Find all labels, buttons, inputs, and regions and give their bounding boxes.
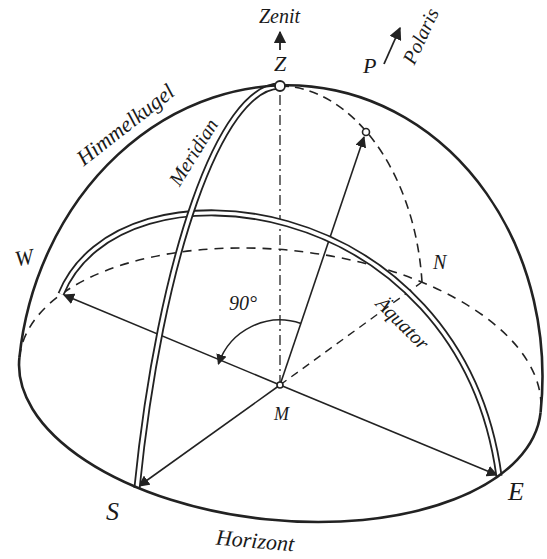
direction-label: Zenit	[259, 6, 300, 26]
polar-axis	[280, 137, 364, 385]
center-point	[277, 382, 283, 388]
equator-inner	[61, 213, 499, 476]
cardinal-label: W	[13, 246, 35, 271]
cardinal-label: E	[508, 479, 524, 505]
point-label: M	[274, 405, 289, 423]
plane-label: Horizont	[215, 527, 295, 556]
pole-point	[363, 129, 370, 136]
horizon-front-arc	[19, 358, 541, 522]
east-axis	[280, 385, 497, 475]
sphere-label: Himmelkugel	[73, 80, 179, 170]
right-angle-arc	[218, 320, 301, 364]
cardinal-label: N	[433, 252, 446, 272]
meridian-outline	[137, 86, 280, 488]
zenith-arrow	[279, 32, 281, 50]
south-axis	[139, 385, 280, 486]
point-label: Z	[274, 53, 286, 75]
angle-label: 90°	[229, 293, 257, 313]
meridian-inner	[137, 86, 280, 488]
direction-label: Polaris	[399, 5, 442, 67]
point-label: P	[363, 55, 376, 77]
cardinal-label: S	[106, 499, 119, 525]
zenith-point	[275, 81, 285, 91]
zenith-axis	[279, 92, 280, 385]
circle-label: Äquator	[373, 293, 434, 354]
equator-outline	[61, 213, 499, 476]
polaris-arrow	[384, 28, 400, 64]
